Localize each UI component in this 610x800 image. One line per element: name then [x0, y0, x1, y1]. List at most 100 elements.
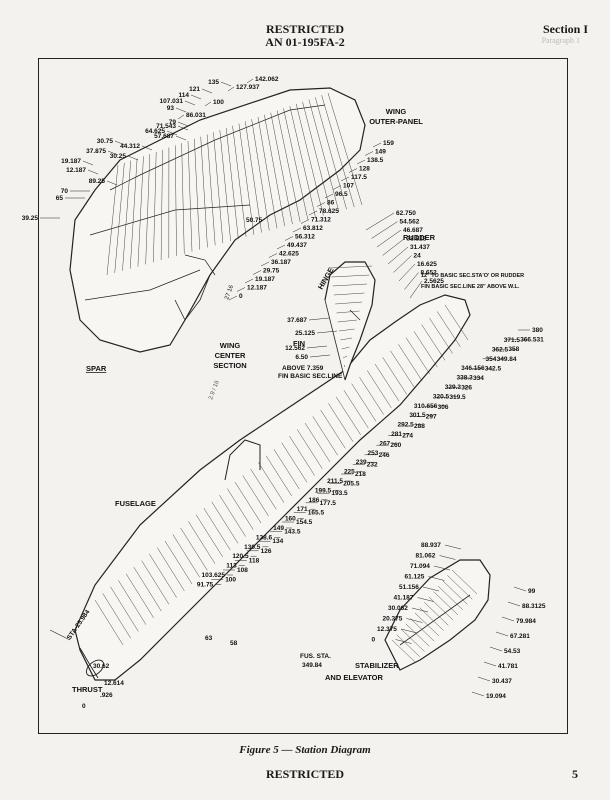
- stabilizer-rib: [428, 596, 454, 621]
- fuselage-frame: [343, 390, 369, 429]
- wing-rib: [264, 114, 285, 227]
- fuselage-station-right-label: 366.531: [520, 337, 544, 344]
- stabilizer-rib: [419, 607, 444, 631]
- fuselage-frame: [429, 317, 453, 354]
- fuselage-frame: [297, 429, 323, 469]
- wing-station-left-label: 39.25: [22, 215, 39, 222]
- nose-station-label: 12.614: [104, 680, 124, 687]
- wing-station-leader: [292, 227, 302, 233]
- fin-rib: [335, 301, 363, 305]
- rudder-station-leader: [393, 255, 412, 273]
- rudder-note-1: 12" TO BASIC SEC.STA'O' OR RUDDER: [421, 273, 524, 279]
- wing-station-right-label: 159: [383, 140, 394, 147]
- fuselage-station-left-label: 354: [486, 356, 497, 363]
- fin-rib: [337, 319, 358, 323]
- label-fus-sta-2: 349.84: [302, 662, 322, 669]
- wing-station-label: 86.031: [186, 112, 206, 119]
- header-restricted: RESTRICTED: [265, 22, 345, 36]
- wing-station-leader: [220, 81, 232, 87]
- stabilizer-station-leader: [422, 586, 440, 592]
- fuselage-frame: [444, 304, 469, 341]
- wing-rib: [175, 145, 177, 256]
- nose-station-label: 63: [205, 635, 213, 642]
- wing-station-leader: [127, 155, 139, 161]
- wing-station-right-label: 12.187: [247, 285, 267, 292]
- fuselage-station-left-label: 91.75: [197, 581, 214, 588]
- label-wing-center-1: WING: [220, 341, 241, 350]
- fin-station-leader: [308, 317, 330, 321]
- wing-station-label: 44.312: [120, 143, 140, 150]
- wing-station-right-label: 36.187: [271, 259, 291, 266]
- wing-inner-station-label: 50.75: [246, 217, 263, 224]
- fuselage-station-left-label: 346.156: [461, 365, 485, 372]
- label-thrust: THRUST: [72, 685, 103, 694]
- stabilizer-station-leader: [471, 691, 485, 697]
- fuselage-station-right-label: 380: [532, 327, 543, 334]
- stabilizer-station-leader: [513, 586, 527, 592]
- wing-rib: [289, 106, 316, 218]
- wing-station-leader: [364, 151, 374, 156]
- wing-rib: [200, 136, 208, 248]
- stabilizer-station-right-label: 67.281: [510, 633, 530, 640]
- fin-station-label: 25.125: [295, 330, 315, 337]
- wing-station-left-label: 70: [61, 188, 69, 195]
- wing-station-label: 71.543: [156, 123, 176, 130]
- fuselage-frame: [320, 409, 346, 449]
- wing-station-leader: [190, 94, 202, 100]
- label-wing-outer-panel: WING OUTER-PANEL: [4, 2, 15, 5]
- fin-rib: [336, 310, 360, 314]
- wing-station-leader: [348, 168, 358, 173]
- fuselage-station-left-label: 225: [344, 469, 355, 476]
- wing-rib-lines: [106, 92, 363, 276]
- fuselage-frame: [110, 586, 139, 632]
- fuselage-frame-lines: [94, 304, 469, 646]
- wing-station-label: 30.25: [110, 153, 127, 160]
- stabilizer-station-left-label: 12.375: [377, 626, 397, 633]
- fuselage-station-left-label: 292.5: [398, 422, 415, 429]
- wing-rib: [276, 110, 301, 223]
- wing-rib: [219, 130, 231, 242]
- fin-station-label: 6.50: [295, 354, 308, 361]
- label-outer-panel: OUTER-PANEL: [369, 117, 423, 126]
- wing-station-leader: [184, 100, 196, 106]
- stabilizer-rib: [447, 575, 473, 600]
- wing-station-leader: [300, 219, 310, 224]
- wing-rib: [308, 99, 340, 212]
- rudder-station-label: 24: [414, 253, 422, 260]
- fuselage-frame: [149, 553, 177, 598]
- stabilizer-station-leader: [417, 597, 434, 602]
- wing-station-right-label: 49.437: [287, 242, 307, 249]
- fuselage-frame: [219, 494, 246, 537]
- fuselage-frame: [242, 475, 269, 517]
- fin-rib: [342, 355, 348, 359]
- fuselage-station-right-label: 100: [225, 577, 236, 584]
- fuselage-frame: [328, 403, 354, 442]
- stabilizer-rib: [405, 623, 430, 647]
- wing-station-leader: [87, 169, 99, 175]
- rudder-station-label: 16.625: [417, 261, 437, 268]
- wing-station-leader: [166, 130, 178, 136]
- wing-station-leader: [227, 86, 235, 92]
- wing-station-leader: [204, 101, 212, 107]
- fin-station-leader: [306, 345, 328, 349]
- wing-station-label: 142.062: [255, 76, 279, 83]
- fuselage-frame: [382, 357, 407, 395]
- pencil-note-1: 27 16: [224, 284, 235, 301]
- fin-rudder-drawing: [324, 261, 376, 381]
- wing-station-right-label: 19.187: [255, 276, 275, 283]
- wing-station-leader: [141, 145, 153, 151]
- fuselage-station-left-label: 239: [356, 459, 367, 466]
- wing-station-leader: [244, 278, 254, 284]
- stabilizer-station-right-label: 41.781: [498, 663, 518, 670]
- fuselage-station-right-label: 134: [272, 538, 283, 545]
- fuselage-station-right-label: 319.5: [449, 394, 466, 401]
- stabilizer-station-leader: [501, 616, 515, 622]
- stabilizer-station-left-label: 61.125: [405, 574, 425, 581]
- rudder-station-leader: [409, 280, 423, 299]
- fuselage-station-right-label: 306: [438, 404, 449, 411]
- figure-caption: Figure 5 — Station Diagram: [239, 744, 371, 756]
- fuselage-frame: [133, 567, 162, 612]
- wing-rib: [206, 134, 216, 246]
- wing-station-label: 107.031: [160, 98, 184, 105]
- nose-station-label: 0: [82, 703, 86, 710]
